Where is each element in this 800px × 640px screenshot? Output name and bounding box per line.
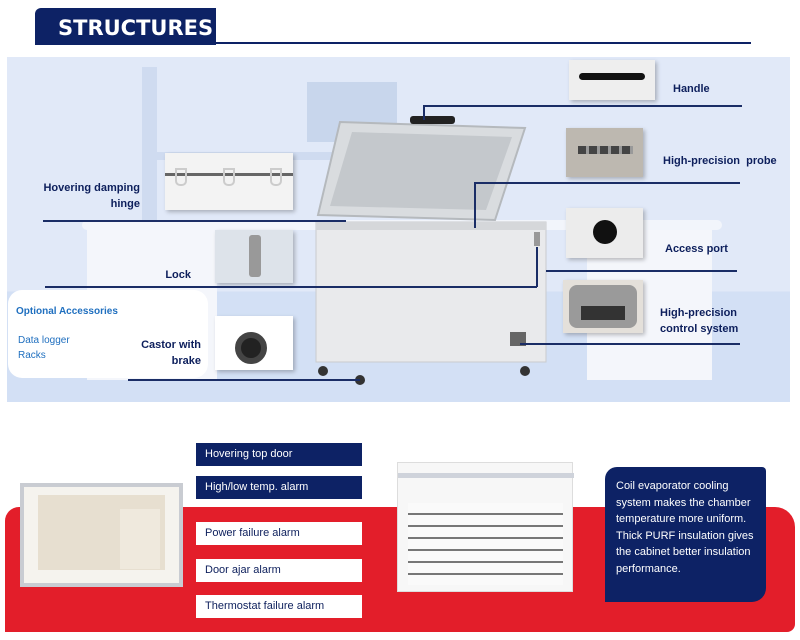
handle-leader-line (423, 105, 742, 107)
title-underline (215, 42, 751, 44)
handle-leader-line-vertical (423, 105, 425, 120)
castor-photo (215, 316, 293, 370)
probe-photo (566, 128, 643, 177)
handle-label: Handle (673, 83, 710, 95)
feature-tag: Hovering top door (196, 443, 362, 466)
feature-tag: Thermostat failure alarm (196, 595, 362, 618)
feature-tag: Door ajar alarm (196, 559, 362, 582)
castor-leader-line (128, 379, 360, 381)
accessory-item: Racks (18, 350, 46, 361)
optional-accessories-title: Optional Accessories (16, 306, 118, 317)
access-port-label: Access port (665, 243, 728, 255)
access-port-photo (566, 208, 643, 258)
probe-leader-line (474, 182, 740, 184)
feature-tag: High/low temp. alarm (196, 476, 362, 499)
lock-leader-line-vertical (536, 247, 538, 287)
control-label: High-precision control system (660, 307, 739, 335)
lock-leader-line (45, 286, 537, 288)
probe-label: High-precision probe (663, 155, 777, 167)
control-leader-line (520, 343, 740, 345)
description-box: Coil evaporator cooling system makes the… (605, 467, 766, 602)
coil-evaporator-photo (397, 462, 574, 592)
hinge-leader-line (43, 220, 346, 222)
handle-icon (410, 116, 455, 124)
lock-photo (215, 230, 293, 283)
lock-label: Lock (165, 269, 191, 281)
hinge-label: Hovering damping hinge (43, 182, 140, 210)
chest-freezer-image (315, 116, 547, 385)
castor-label: Castor with brake (141, 339, 201, 367)
accessory-item: Data logger (18, 335, 70, 346)
probe-leader-line-vertical (474, 182, 476, 228)
feature-tag: Power failure alarm (196, 522, 362, 545)
control-panel-photo (563, 280, 643, 333)
open-freezer-photo (20, 483, 183, 587)
section-title: STRUCTURES (35, 8, 216, 45)
handle-photo (569, 60, 655, 100)
access-port-leader-line (546, 270, 737, 272)
hinge-photo (165, 153, 293, 210)
optional-accessories-box: Optional Accessories Data logger Racks (8, 290, 208, 378)
